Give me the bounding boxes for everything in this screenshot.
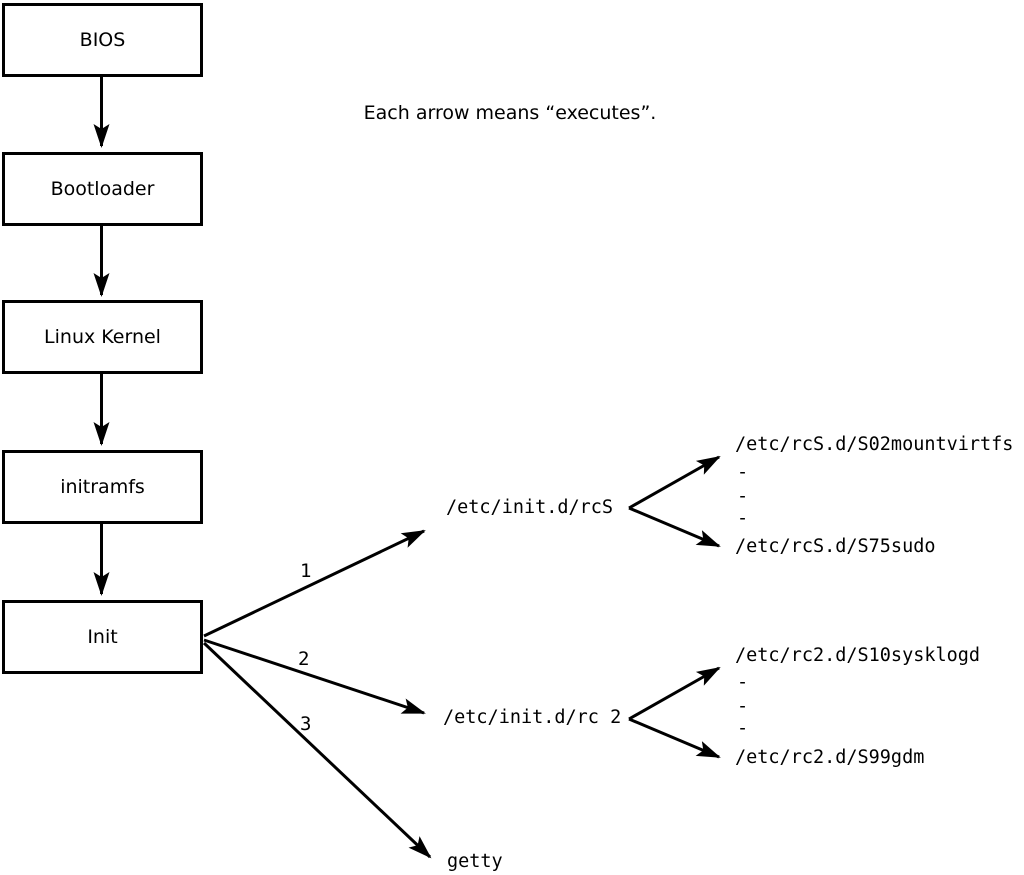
node-linux-kernel-label: Linux Kernel [44, 326, 161, 348]
rc2-ellipsis-dash-1: - [737, 672, 749, 693]
node-etc-init-d-rcs: /etc/init.d/rcS [446, 497, 614, 518]
node-bootloader-label: Bootloader [50, 178, 155, 200]
node-initramfs: initramfs [2, 450, 203, 524]
node-init-label: Init [87, 626, 118, 648]
edge-init-getty [202, 641, 432, 859]
rc2-ellipsis-dash-3: - [737, 718, 749, 739]
edge-label-1: 1 [300, 560, 312, 582]
node-rcs-s02mountvirtfs: /etc/rcS.d/S02mountvirtfs [735, 434, 1014, 455]
node-bootloader: Bootloader [2, 152, 203, 226]
node-etc-init-d-rc2: /etc/init.d/rc 2 [443, 707, 622, 728]
node-bios-label: BIOS [79, 29, 126, 51]
node-rc2-s99gdm: /etc/rc2.d/S99gdm [735, 747, 925, 768]
edge-init-rc2 [203, 638, 426, 715]
edge-label-3: 3 [300, 713, 312, 735]
rcs-ellipsis-dash-2: - [737, 486, 749, 507]
rcs-ellipsis-dash-1: - [737, 462, 749, 483]
node-bios: BIOS [2, 3, 203, 77]
rcs-ellipsis-dash-3: - [737, 508, 749, 529]
node-initramfs-label: initramfs [60, 476, 145, 498]
node-rc2-s10sysklogd: /etc/rc2.d/S10sysklogd [735, 645, 981, 666]
node-linux-kernel: Linux Kernel [2, 300, 203, 374]
legend-note: Each arrow means “executes”. [363, 102, 657, 124]
edge-rc2-s99gdm [628, 717, 721, 759]
edge-label-2: 2 [298, 648, 310, 670]
node-init: Init [2, 600, 203, 674]
node-rcs-s75sudo: /etc/rcS.d/S75sudo [735, 536, 936, 557]
node-getty: getty [447, 851, 503, 872]
edge-rcs-s75sudo [628, 506, 721, 548]
rc2-ellipsis-dash-2: - [737, 696, 749, 717]
edge-rcs-s02mountvirtfs [628, 455, 721, 510]
edge-init-rcs [203, 529, 426, 638]
edge-rc2-s10sysklogd [628, 666, 721, 721]
